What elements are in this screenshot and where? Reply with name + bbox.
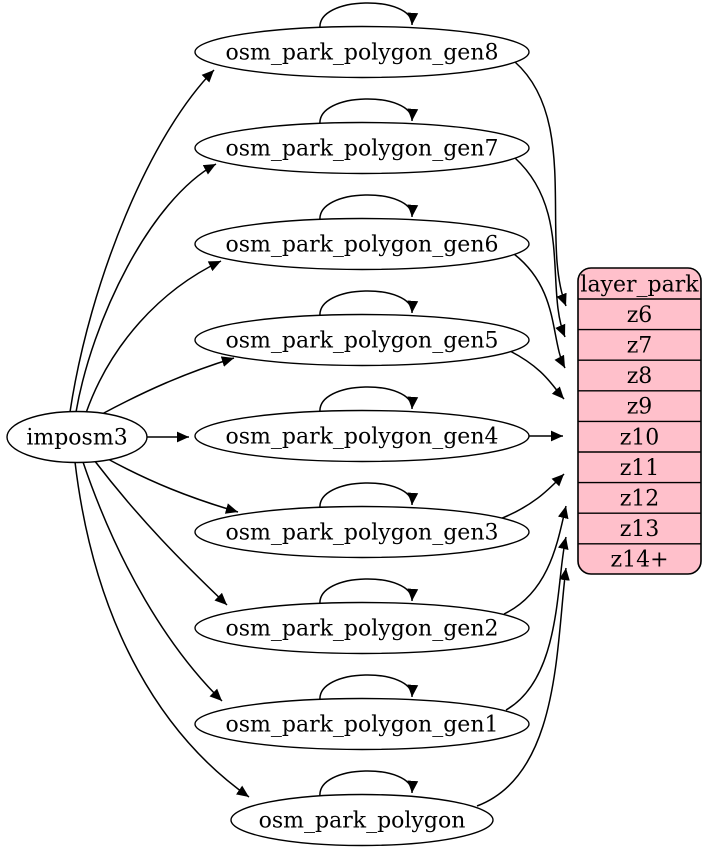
imposm3-label: imposm3 — [26, 426, 127, 451]
edge-self-polygon — [319, 770, 419, 798]
osm_park_polygon_gen4-label: osm_park_polygon_gen4 — [225, 425, 498, 450]
node-osm_park_polygon_gen4: osm_park_polygon_gen4 — [194, 409, 530, 463]
osm_park_polygon_gen4-ellipse — [194, 409, 530, 463]
node-osm_park_polygon_gen1: osm_park_polygon_gen1 — [194, 697, 530, 751]
edge-gen2-z12 — [503, 505, 569, 615]
osm_park_polygon_gen3-label: osm_park_polygon_gen3 — [225, 521, 498, 546]
edge-gen3-z11 — [499, 473, 565, 520]
osm_park_polygon_gen3-ellipse — [194, 505, 530, 559]
node-osm_park_polygon_gen2: osm_park_polygon_gen2 — [194, 601, 530, 655]
edges-to-layer — [476, 61, 570, 807]
edge-self-gen5 — [319, 290, 419, 318]
imposm3-ellipse — [6, 410, 148, 464]
edge-self-gen6 — [319, 194, 419, 222]
node-osm_park_polygon_gen8: osm_park_polygon_gen8 — [194, 25, 530, 79]
osm_park_polygon_gen8-ellipse — [194, 25, 530, 79]
osm_park_polygon_gen6-ellipse — [194, 217, 530, 271]
edge-self-gen2 — [319, 578, 419, 606]
osm_park_polygon_gen2-ellipse — [194, 601, 530, 655]
osm_park_polygon_gen6-label: osm_park_polygon_gen6 — [225, 233, 498, 258]
edge-imposm3-osm_park_polygon_gen1 — [82, 461, 223, 702]
osm_park_polygon-label: osm_park_polygon — [259, 809, 466, 834]
edge-gen1-z13 — [505, 536, 569, 711]
layer_park-row-z12: z12 — [620, 487, 660, 512]
node-osm_park_polygon_gen6: osm_park_polygon_gen6 — [194, 217, 530, 271]
layer_park-title: layer_park — [580, 273, 699, 298]
osm_park_polygon_gen7-label: osm_park_polygon_gen7 — [225, 137, 498, 162]
edge-self-gen4 — [319, 386, 419, 414]
osm_park_polygon_gen5-label: osm_park_polygon_gen5 — [225, 329, 498, 354]
node-osm_park_polygon_gen5: osm_park_polygon_gen5 — [194, 313, 530, 367]
edge-gen8-z6 — [514, 61, 567, 307]
layer_park-row-z9: z9 — [627, 395, 653, 420]
osm_park_polygon_gen8-label: osm_park_polygon_gen8 — [225, 41, 498, 66]
layer_park-row-z13: z13 — [620, 517, 660, 542]
edges-from-source — [69, 69, 250, 798]
edge-self-gen1 — [319, 674, 419, 702]
layer_park-row-z8: z8 — [627, 364, 653, 389]
edge-gen6-z8 — [513, 253, 566, 369]
self-loop-edges — [319, 2, 419, 798]
node-layer_park: layer_park z6 z7 z8 z9 z10 z11 z12 z13 z… — [577, 267, 702, 575]
layer_park-row-z10: z10 — [620, 425, 660, 450]
edge-imposm3-osm_park_polygon_gen5 — [101, 356, 235, 415]
edge-imposm3-osm_park_polygon_gen7 — [75, 163, 217, 413]
edge-imposm3-osm_park_polygon_gen8 — [69, 69, 215, 413]
osm_park_polygon-ellipse — [230, 793, 494, 847]
osm_park_polygon_gen1-label: osm_park_polygon_gen1 — [225, 713, 498, 738]
edge-imposm3-osm_park_polygon — [74, 461, 250, 798]
node-osm_park_polygon_gen7: osm_park_polygon_gen7 — [194, 121, 530, 175]
osm_park_polygon_gen5-ellipse — [194, 313, 530, 367]
layer_park-row-z6: z6 — [627, 303, 653, 328]
edge-imposm3-osm_park_polygon_gen6 — [85, 260, 222, 414]
edge-gen5-z9 — [509, 350, 565, 400]
layer_park-row-z14plus: z14+ — [610, 548, 668, 573]
edge-self-gen8 — [319, 2, 419, 30]
edge-polygon-z14 — [476, 567, 570, 807]
layer_park-row-z11: z11 — [620, 456, 660, 481]
edge-self-gen3 — [319, 482, 419, 510]
osm_park_polygon_gen2-label: osm_park_polygon_gen2 — [225, 617, 498, 642]
edge-imposm3-osm_park_polygon_gen2 — [93, 459, 228, 606]
osm_park_polygon_gen7-ellipse — [194, 121, 530, 175]
edge-imposm3-osm_park_polygon_gen3 — [105, 457, 239, 514]
node-imposm3: imposm3 — [6, 410, 148, 464]
edge-self-gen7 — [319, 98, 419, 126]
osm_park_polygon_gen1-ellipse — [194, 697, 530, 751]
node-osm_park_polygon_gen3: osm_park_polygon_gen3 — [194, 505, 530, 559]
layer_park-row-z7: z7 — [627, 334, 653, 359]
node-osm_park_polygon: osm_park_polygon — [230, 793, 494, 847]
edge-gen7-z7 — [514, 157, 566, 338]
